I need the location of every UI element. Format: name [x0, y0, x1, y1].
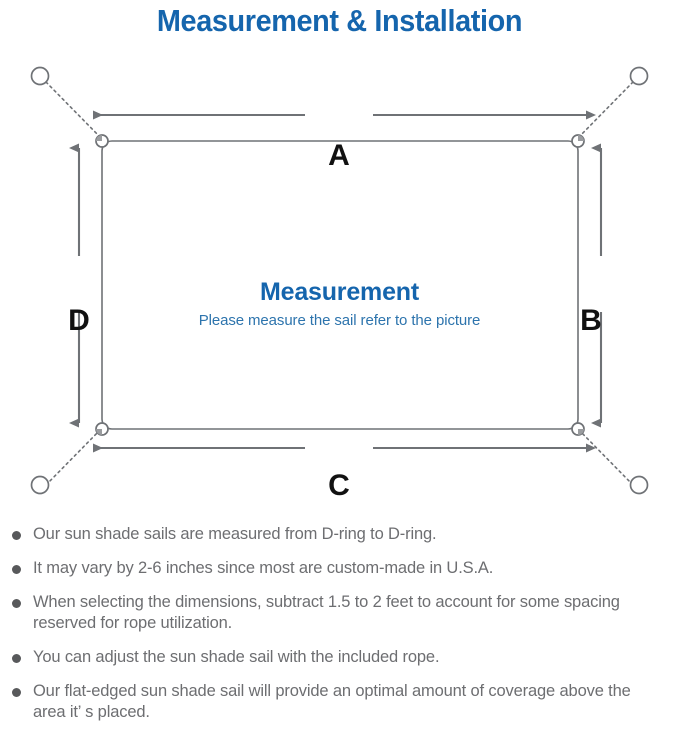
rope-top-right [577, 81, 634, 139]
rope-bottom-right [577, 428, 634, 486]
notes-list: Our sun shade sails are measured from D-… [0, 524, 679, 736]
note-text: It may vary by 2-6 inches since most are… [33, 559, 494, 577]
note-text: You can adjust the sun shade sail with t… [33, 648, 440, 666]
note-text: Our sun shade sails are measured from D-… [33, 525, 437, 543]
anchor-ring-top-right [629, 66, 649, 86]
d-ring-lobe-bottom-left [96, 429, 102, 435]
measurement-diagram: Measurement Please measure the sail refe… [0, 44, 679, 514]
note-text: Our flat-edged sun shade sail will provi… [33, 682, 631, 721]
d-ring-lobe-top-right [578, 135, 584, 141]
bullet-icon [12, 599, 21, 608]
bullet-icon [12, 654, 21, 663]
anchor-ring-top-left [30, 66, 50, 86]
note-text: When selecting the dimensions, subtract … [33, 593, 620, 632]
rope-lines [45, 81, 634, 486]
sail-outline [101, 140, 579, 430]
d-ring-lobe-bottom-right [578, 429, 584, 435]
bullet-icon [12, 688, 21, 697]
anchor-rings [30, 66, 649, 495]
bullet-icon [12, 565, 21, 574]
list-item: It may vary by 2-6 inches since most are… [12, 558, 665, 579]
diagram-canvas [30, 66, 649, 495]
anchor-ring-bottom-left [30, 475, 50, 495]
anchor-ring-bottom-right [629, 475, 649, 495]
dimension-label-b: B [580, 304, 602, 337]
rope-top-left [45, 81, 102, 139]
rope-bottom-left [45, 428, 102, 486]
bullet-icon [12, 531, 21, 540]
d-ring-lobe-top-left [96, 135, 102, 141]
list-item: When selecting the dimensions, subtract … [12, 592, 665, 634]
dimension-label-d: D [68, 304, 90, 337]
d-ring-lobes [96, 135, 584, 435]
list-item: Our sun shade sails are measured from D-… [12, 524, 665, 545]
page-title: Measurement & Installation [156, 3, 523, 38]
dimension-label-a: A [328, 139, 350, 172]
dimension-label-c: C [328, 469, 350, 502]
list-item: You can adjust the sun shade sail with t… [12, 647, 665, 668]
list-item: Our flat-edged sun shade sail will provi… [12, 681, 665, 723]
